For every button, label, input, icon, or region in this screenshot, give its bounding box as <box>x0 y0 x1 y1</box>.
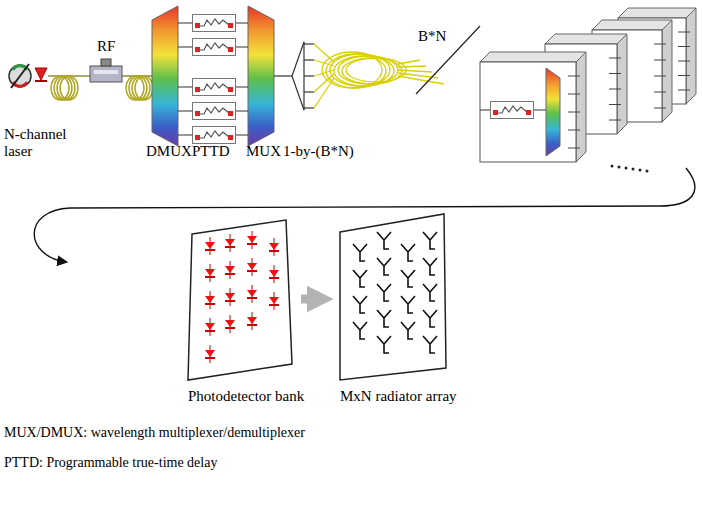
pttd-box <box>193 79 236 96</box>
photodiode-symbol <box>247 258 257 276</box>
splitter <box>274 42 314 110</box>
fiber-coil <box>126 76 153 100</box>
antenna-symbol <box>377 284 391 301</box>
antenna-symbol <box>377 232 391 249</box>
photodetector-panel: Photodetector bank <box>182 214 310 409</box>
fiber <box>314 60 334 66</box>
part-label: N-channel laser <box>4 126 76 159</box>
antenna-symbol <box>353 296 367 313</box>
fiber <box>178 23 192 24</box>
fiber <box>314 78 334 108</box>
part-label: MUX <box>246 143 281 160</box>
fiber <box>398 66 426 67</box>
fiber <box>398 70 432 72</box>
flow-arrow <box>34 168 695 262</box>
mux <box>248 6 274 146</box>
part-label: B*N <box>418 28 446 45</box>
fiber <box>178 47 192 48</box>
antenna-symbol <box>423 336 437 353</box>
pttd-box <box>193 15 236 32</box>
block-arrow <box>301 295 320 304</box>
photodiode-symbol <box>225 288 235 306</box>
fiber <box>236 47 248 48</box>
antenna-symbol <box>423 284 437 301</box>
antenna-symbol <box>401 322 415 339</box>
fiber <box>314 44 334 62</box>
photodiode-symbol <box>225 315 235 333</box>
fiber <box>314 70 334 76</box>
panel-outline <box>182 214 298 384</box>
part-label: RF <box>97 38 115 55</box>
part-label: DMUX <box>146 143 192 160</box>
antenna-symbol <box>423 232 437 249</box>
pttd-bank <box>178 15 248 144</box>
photodiode-symbol <box>225 261 235 279</box>
fiber-bundle <box>314 44 444 108</box>
photodiode-symbol <box>247 231 257 249</box>
panel-outline <box>334 208 450 384</box>
ellipsis-dots <box>611 165 649 173</box>
antenna-symbol <box>353 244 367 261</box>
pttd-box <box>193 103 236 120</box>
coil-turn <box>60 76 78 100</box>
antenna-symbol <box>377 336 391 353</box>
antenna-symbol <box>353 270 367 287</box>
photodiode-symbol <box>247 312 257 330</box>
antenna-symbol <box>377 258 391 275</box>
fiber <box>236 23 248 24</box>
photodiode-symbol <box>269 292 279 310</box>
panel-label: MxN radiator array <box>340 388 457 405</box>
pttd-modules <box>480 8 696 162</box>
fiber <box>236 135 248 136</box>
fiber <box>236 111 248 112</box>
photodiode-symbol <box>247 285 257 303</box>
radiator-panel: MxN radiator array <box>334 208 463 409</box>
note-text: PTTD: Programmable true-time delay <box>4 455 217 470</box>
laser-symbol <box>9 64 47 88</box>
antenna-symbol <box>401 244 415 261</box>
antenna-symbol <box>423 310 437 327</box>
photodiode-symbol <box>225 234 235 252</box>
pttd-box <box>193 39 236 56</box>
photodiode-symbol <box>205 264 215 282</box>
dmux <box>152 6 178 146</box>
fiber <box>398 60 420 64</box>
fiber <box>178 111 192 112</box>
fiber <box>398 76 444 84</box>
panel-label: Photodetector bank <box>188 388 304 405</box>
antenna-symbol <box>401 270 415 287</box>
photodiode-symbol <box>205 345 215 363</box>
antenna-symbol <box>423 258 437 275</box>
module-box <box>480 52 586 162</box>
part-label: 1-by-(B*N) <box>283 143 354 160</box>
part-label: PTTD <box>192 143 230 160</box>
coil-turn <box>135 76 153 100</box>
fiber <box>236 87 248 88</box>
fiber <box>178 87 192 88</box>
photodiode-symbol <box>205 318 215 336</box>
photodiode-symbol <box>269 238 279 256</box>
antenna-symbol <box>401 296 415 313</box>
antenna-symbol <box>353 322 367 339</box>
count-slash <box>416 26 480 94</box>
photodiode-symbol <box>269 265 279 283</box>
rf-modulator <box>90 59 122 82</box>
fiber-coil <box>51 76 78 100</box>
photodiode-symbol <box>205 291 215 309</box>
antenna-symbol <box>377 310 391 327</box>
photodiode-symbol <box>205 237 215 255</box>
fiber <box>178 135 192 136</box>
pttd-box <box>193 127 236 144</box>
coil-turn <box>346 58 406 82</box>
note-text: MUX/DMUX: wavelength multiplexer/demulti… <box>4 425 305 440</box>
